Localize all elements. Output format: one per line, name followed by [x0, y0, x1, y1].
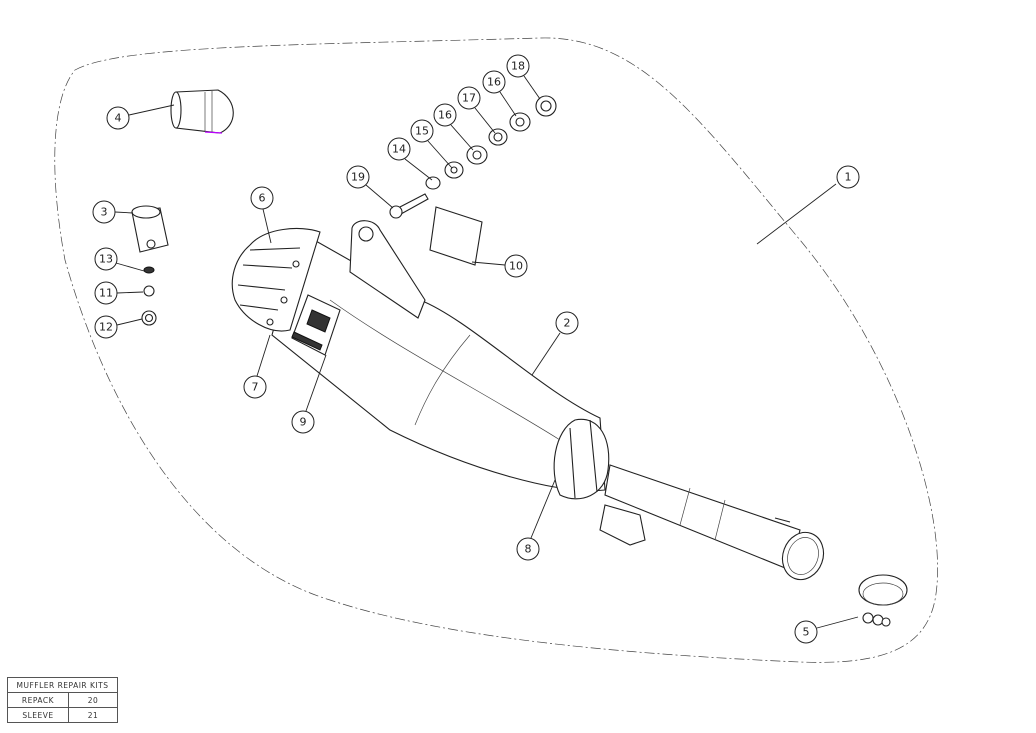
- svg-text:14: 14: [392, 143, 406, 156]
- washer-14: [425, 176, 441, 190]
- svg-text:17: 17: [462, 92, 476, 105]
- svg-text:6: 6: [259, 192, 266, 205]
- svg-text:19: 19: [351, 171, 365, 184]
- svg-text:4: 4: [115, 112, 122, 125]
- callout-16a: 16: [433, 103, 474, 151]
- svg-text:18: 18: [511, 60, 525, 73]
- mounting-bracket: [349, 220, 426, 319]
- nut-12: [141, 310, 157, 326]
- callout-7: 7: [243, 334, 271, 399]
- callout-15: 15: [410, 119, 453, 169]
- callout-1: 1: [756, 165, 860, 245]
- grommet-18: [535, 95, 557, 117]
- callout-5: 5: [794, 616, 859, 644]
- callout-11: 11: [94, 281, 144, 305]
- svg-text:15: 15: [415, 125, 429, 138]
- heat-pad-10: [429, 206, 483, 266]
- svg-text:13: 13: [99, 253, 113, 266]
- washer-15: [444, 161, 464, 179]
- kit-name: REPACK: [7, 692, 69, 708]
- callout-4: 4: [106, 104, 175, 130]
- callout-18: 18: [506, 54, 541, 100]
- nut-11: [143, 285, 155, 297]
- table-row: REPACK 20: [7, 692, 118, 708]
- link-pipe: [599, 464, 825, 581]
- svg-text:2: 2: [564, 317, 571, 330]
- svg-text:1: 1: [845, 171, 852, 184]
- muffler-body: [271, 231, 610, 500]
- callout-14: 14: [387, 137, 433, 181]
- callout-19: 19: [346, 165, 394, 209]
- washer-17: [488, 128, 508, 146]
- washer-13: [143, 266, 155, 274]
- svg-text:16: 16: [487, 76, 501, 89]
- callout-8: 8: [516, 479, 556, 561]
- sleeve-part: [131, 205, 169, 253]
- logo-plate: [291, 294, 341, 356]
- plug-part: [170, 89, 234, 134]
- svg-text:3: 3: [101, 206, 108, 219]
- svg-text:11: 11: [99, 287, 113, 300]
- table-row: SLEEVE 21: [7, 707, 118, 723]
- svg-text:8: 8: [525, 543, 532, 556]
- callout-3: 3: [92, 200, 134, 224]
- callout-12: 12: [94, 315, 143, 339]
- callout-17: 17: [457, 86, 496, 134]
- clamp: [858, 574, 908, 627]
- kit-number: 21: [68, 707, 118, 723]
- repair-kits-title: MUFFLER REPAIR KITS: [7, 677, 118, 693]
- repair-kits-table: MUFFLER REPAIR KITS REPACK 20 SLEEVE 21: [7, 677, 118, 723]
- svg-text:10: 10: [509, 260, 523, 273]
- svg-text:5: 5: [803, 626, 810, 639]
- callout-9: 9: [291, 354, 327, 434]
- bolt-19: [389, 193, 429, 219]
- svg-text:9: 9: [300, 416, 307, 429]
- callout-6: 6: [250, 186, 274, 244]
- kit-name: SLEEVE: [7, 707, 69, 723]
- callout-13: 13: [94, 247, 145, 272]
- callout-10: 10: [471, 254, 528, 278]
- callout-2: 2: [531, 311, 579, 376]
- svg-text:12: 12: [99, 321, 113, 334]
- end-cap: [231, 227, 321, 332]
- svg-text:16: 16: [438, 109, 452, 122]
- washer-16a: [466, 145, 488, 165]
- kit-number: 20: [68, 692, 118, 708]
- callout-16b: 16: [482, 70, 517, 117]
- svg-text:7: 7: [252, 381, 259, 394]
- kit-boundary-outline: [54, 37, 938, 663]
- washer-16b: [509, 112, 531, 132]
